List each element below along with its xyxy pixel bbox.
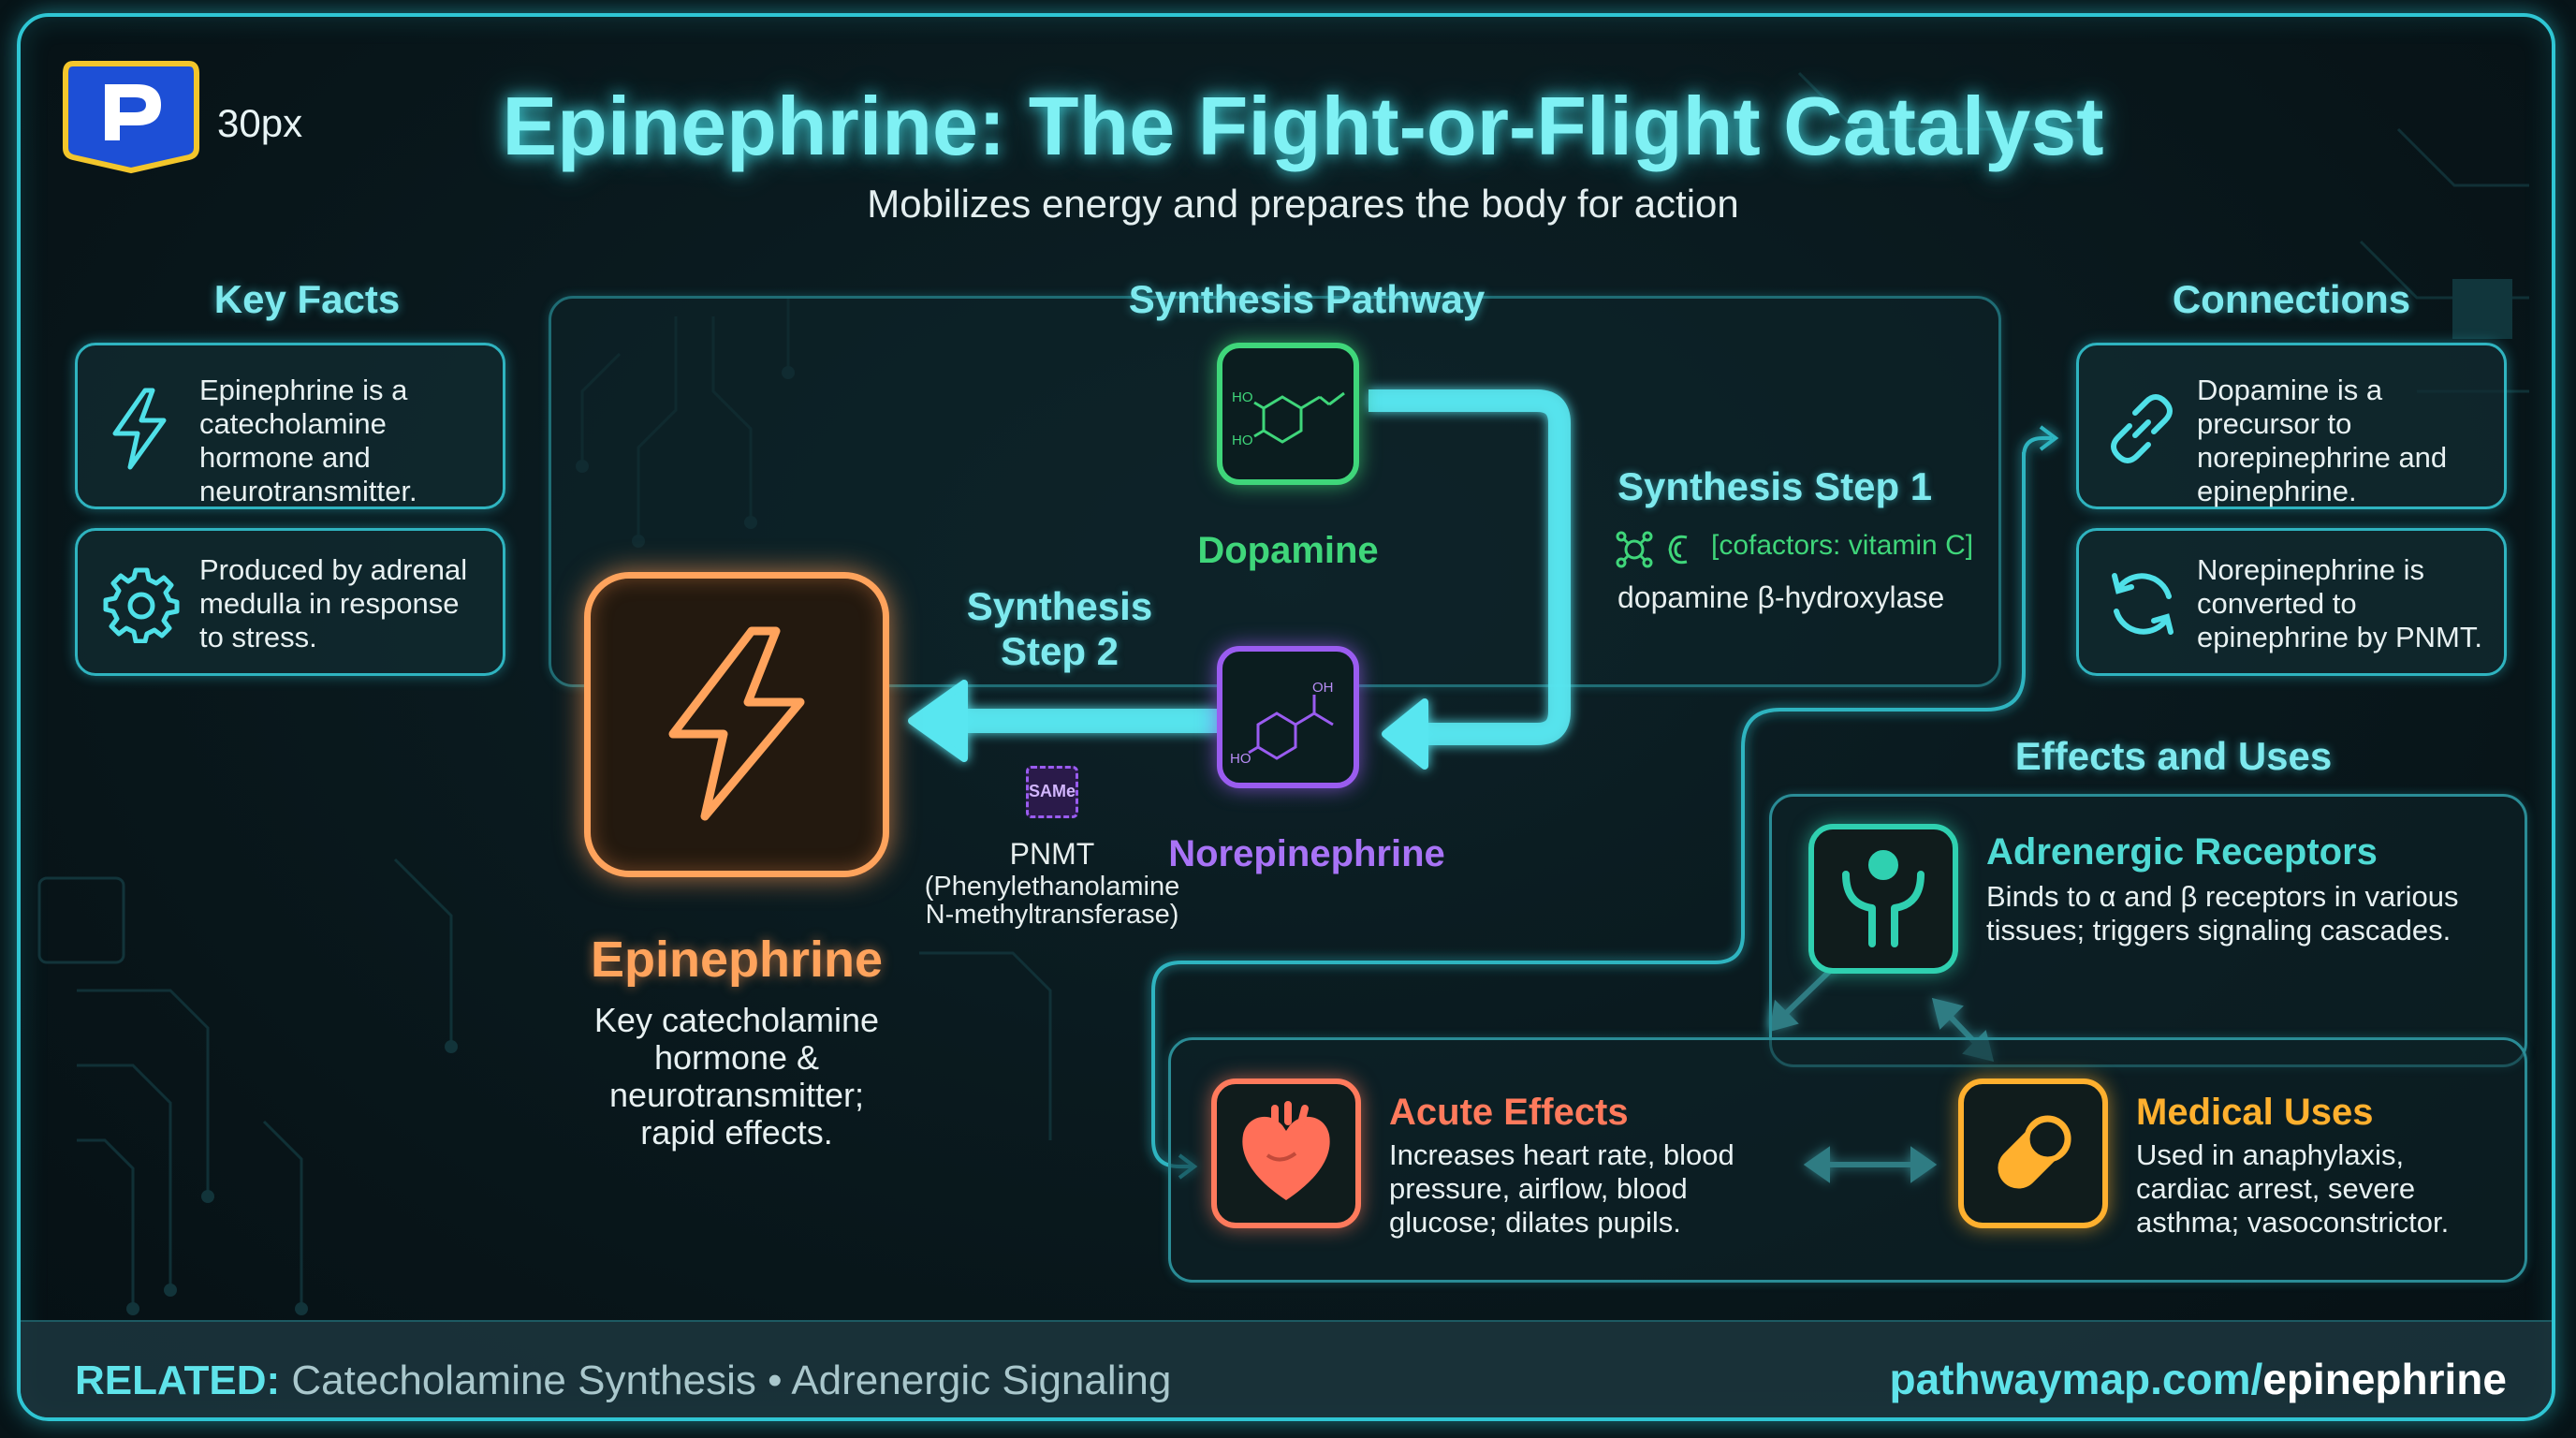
- connection-text-2: Norepinephrine is converted to epinephri…: [2197, 553, 2482, 653]
- receptors-title: Adrenergic Receptors: [1986, 831, 2378, 873]
- connection-text-1: Dopamine is a precursor to norepinephrin…: [2197, 374, 2448, 507]
- epinephrine-label: Epinephrine: [590, 932, 884, 988]
- dopamine-ho-top: HO: [1232, 389, 1253, 405]
- epinephrine-box: [584, 572, 889, 877]
- pill-icon-box: [1958, 1078, 2108, 1228]
- medical-text: Used in anaphylaxis, cardiac arrest, sev…: [2136, 1138, 2450, 1239]
- connection-card-2: Norepinephrine is converted to epinephri…: [2076, 528, 2507, 676]
- acute-text: Increases heart rate, blood pressure, ai…: [1389, 1138, 1734, 1239]
- cofactor-icon: [1616, 531, 1688, 568]
- key-fact-text-1: Epinephrine is a catecholamine hormone a…: [199, 374, 417, 507]
- same-badge-text: SAMe: [1029, 782, 1076, 800]
- step2-title-line2: Step 2: [1000, 629, 1120, 673]
- norepinephrine-oh: OH: [1312, 680, 1334, 696]
- receptors-text: Binds to α and β receptors in various ti…: [1986, 880, 2459, 946]
- link-icon: [2111, 394, 2173, 463]
- dopamine-ho-bottom: HO: [1232, 433, 1253, 448]
- step2-enzyme-full-line2: N-methyltransferase): [925, 900, 1179, 930]
- step2-enzyme: PNMT: [1009, 837, 1095, 871]
- norepinephrine-molecule-box: OH HO: [1217, 646, 1359, 788]
- footer-url-path: epinephrine: [2262, 1355, 2507, 1403]
- receptor-icon: [1842, 850, 1925, 947]
- pill-icon: [1998, 1115, 2071, 1189]
- epinephrine-description-line: hormone &: [653, 1038, 820, 1077]
- synthesis-heading: Synthesis Pathway: [1128, 277, 1486, 321]
- dopamine-molecule-box: HO HO: [1217, 343, 1359, 485]
- connection-card-1: Dopamine is a precursor to norepinephrin…: [2076, 343, 2507, 509]
- lightning-icon: [112, 388, 167, 470]
- receptor-icon-box: [1808, 824, 1958, 974]
- medical-title: Medical Uses: [2136, 1092, 2374, 1133]
- key-facts-heading: Key Facts: [213, 277, 401, 321]
- gear-icon: [103, 567, 180, 643]
- circuit-background: [37, 71, 2529, 1315]
- epinephrine-description-line: Key catecholamine: [593, 1001, 880, 1039]
- acute-title: Acute Effects: [1389, 1092, 1629, 1133]
- arrow-step2: [908, 680, 1217, 762]
- norepinephrine-ho: HO: [1230, 751, 1251, 767]
- page-subtitle: Mobilizes energy and prepares the body f…: [867, 182, 1739, 226]
- connections-heading: Connections: [2172, 277, 2411, 321]
- footer-bar: RELATED: Catecholamine Synthesis • Adren…: [21, 1320, 2552, 1417]
- epinephrine-lightning-icon: [668, 626, 805, 821]
- epinephrine-description: Key catecholamine hormone & neurotransmi…: [545, 1002, 929, 1152]
- footer-url[interactable]: pathwaymap.com/epinephrine: [1890, 1354, 2508, 1404]
- refresh-icon: [2112, 573, 2174, 635]
- arrow-step1: [1368, 389, 1571, 770]
- step1-title: Synthesis Step 1: [1617, 464, 1933, 508]
- key-fact-card-2: Produced by adrenal medulla in response …: [75, 528, 505, 676]
- key-fact-text-2: Produced by adrenal medulla in response …: [199, 553, 468, 653]
- step1-cofactor: [cofactors: vitamin C]: [1711, 530, 1974, 561]
- dopamine-structure-icon: [1253, 391, 1345, 444]
- related-links: RELATED: Catecholamine Synthesis • Adren…: [75, 1357, 1171, 1404]
- pathwaymap-logo-icon: [63, 61, 199, 174]
- logo-text: 30px: [217, 101, 303, 145]
- norepinephrine-label: Norepinephrine: [1168, 833, 1445, 874]
- key-fact-card-1: Epinephrine is a catecholamine hormone a…: [75, 343, 505, 509]
- norepinephrine-structure-icon: [1248, 695, 1334, 760]
- infographic-frame: 30px Epinephrine: The Fight-or-Flight Ca…: [17, 13, 2555, 1421]
- step1-enzyme: dopamine β-hydroxylase: [1617, 580, 1945, 614]
- page-title: Epinephrine: The Fight-or-Flight Catalys…: [502, 80, 2104, 172]
- heart-icon: [1242, 1101, 1330, 1200]
- epinephrine-description-line: neurotransmitter;: [608, 1076, 865, 1114]
- heart-icon-box: [1211, 1078, 1361, 1228]
- dopamine-label: Dopamine: [1197, 530, 1379, 571]
- related-text[interactable]: Catecholamine Synthesis • Adrenergic Sig…: [291, 1357, 1172, 1403]
- footer-url-domain: pathwaymap.com/: [1889, 1355, 2263, 1403]
- same-badge: SAMe: [1026, 766, 1078, 818]
- effects-panel: [1168, 1037, 2527, 1283]
- related-label: RELATED:: [75, 1357, 281, 1403]
- step2-title-line1: Synthesis: [966, 584, 1153, 628]
- step2-enzyme-full-line1: (Phenylethanolamine: [924, 872, 1180, 902]
- effects-heading: Effects and Uses: [2014, 734, 2333, 778]
- epinephrine-description-line: rapid effects.: [640, 1113, 833, 1152]
